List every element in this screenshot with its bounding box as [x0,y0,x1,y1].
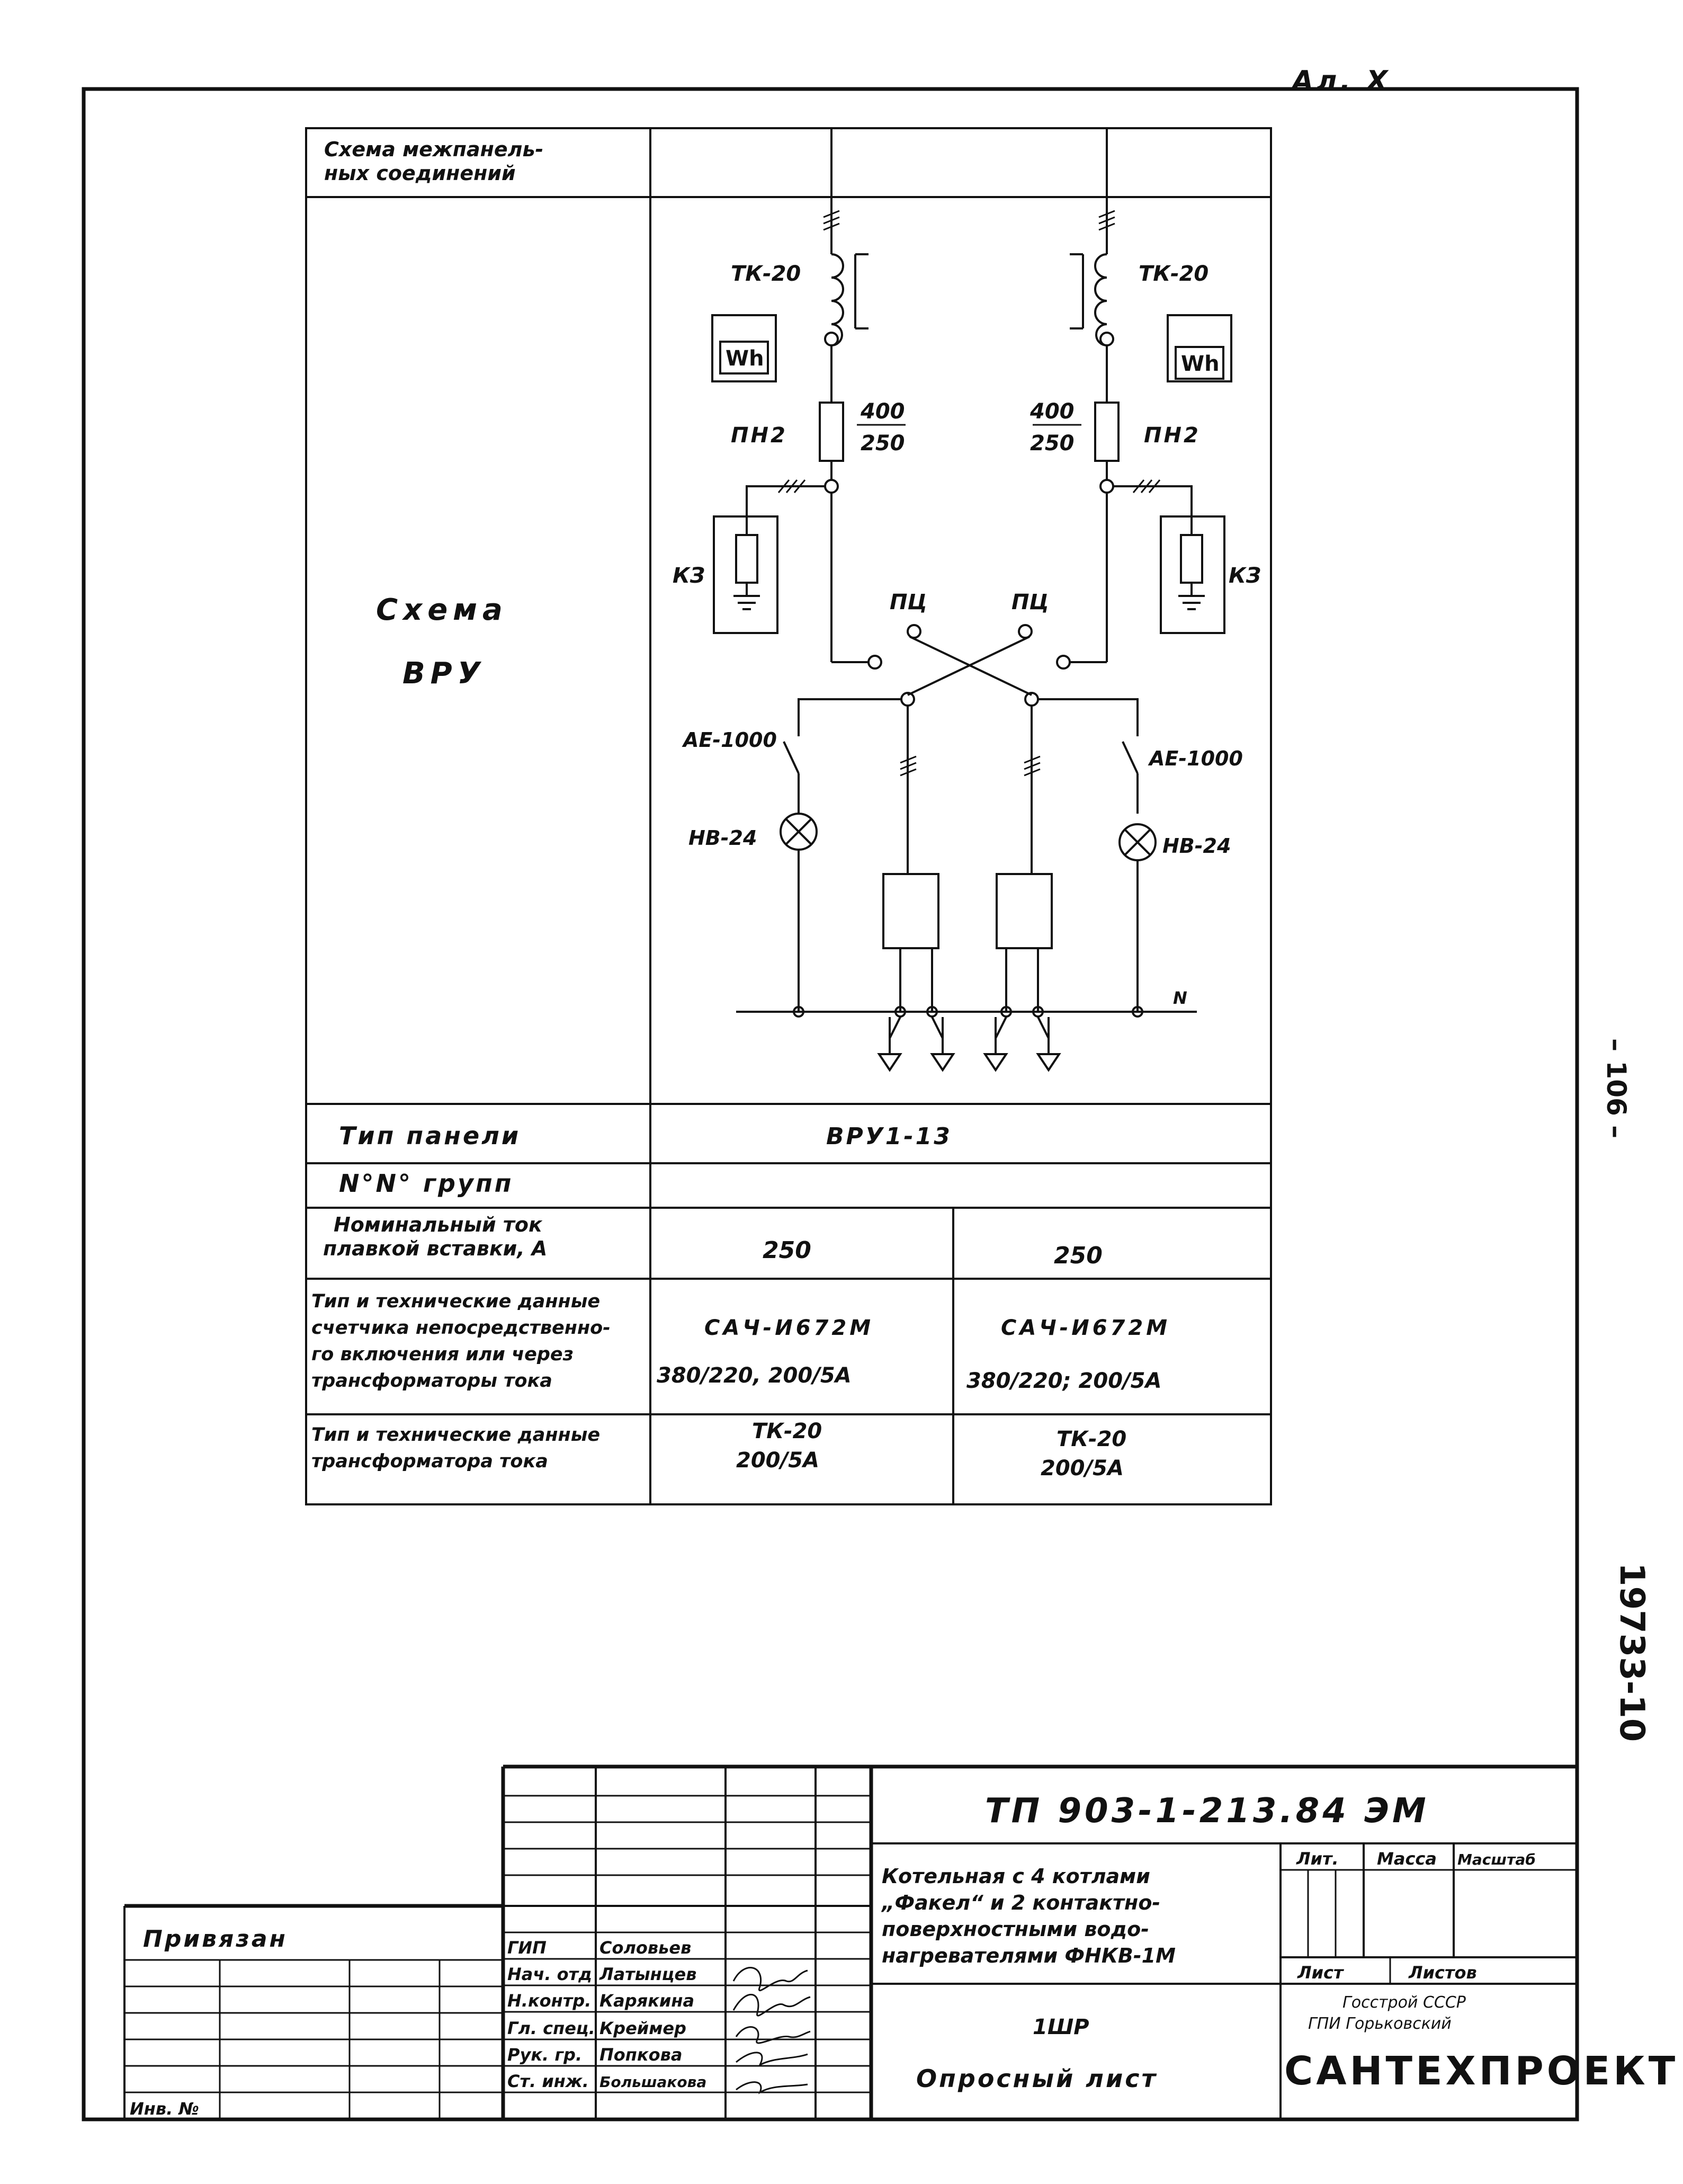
name-2: Карякина [599,1991,694,2011]
breaker-left-label: АЕ-1000 [682,728,777,752]
fuse-right-label: ПН2 [1144,423,1201,448]
fuse-right-rating-top: 400 [1030,399,1075,424]
neutral-label: N [1173,988,1187,1008]
signatures [732,1967,811,2094]
lit-label: Лит. [1296,1849,1339,1869]
inv-label: Инв. № [130,2099,199,2119]
name-1: Латынцев [599,1964,696,1984]
mass-label: Масса [1377,1849,1437,1869]
scheme-label-2: ВРУ [402,656,486,691]
scale-label: Масштаб [1457,1851,1536,1868]
kz-left-label: КЗ [673,564,705,588]
fuse-left-rating-top: 400 [860,399,905,424]
title-block [123,1764,1577,2119]
org-line-1: Госстрой СССР [1342,1993,1466,2012]
ct-right-2: 200/5А [1041,1456,1124,1481]
ct-left-label: ТК-20 [731,262,801,286]
sheets-label: Листов [1408,1963,1477,1983]
scheme-label-1: Схема [376,593,508,627]
meter-left-1: САЧ-И672М [704,1316,874,1340]
meter-label-2: счетчика непосредственно- [311,1317,611,1339]
sheet-frame [82,87,1579,2121]
project-desc-4: нагревателями ФНКВ-1М [882,1944,1176,1967]
side-page-number: – 106 – [1601,1038,1632,1138]
lamp-left-label: НВ-24 [688,826,757,850]
name-4: Попкова [599,2045,682,2065]
sheet-title: Опросный лист [916,2064,1158,2093]
side-archive-number: 19733-10 [1612,1563,1651,1742]
ct-right-label: ТК-20 [1139,262,1208,286]
current-value-right: 250 [1054,1242,1103,1269]
fuse-left-rating-bottom: 250 [861,431,905,456]
ct-label-1: Тип и технические данные [311,1424,600,1446]
groups-label: N°N° групп [339,1169,514,1198]
kz-right-label: КЗ [1229,564,1261,588]
project-desc-2: „Факел“ и 2 контактно- [881,1891,1160,1914]
name-3: Креймер [599,2018,686,2038]
role-2: Н.контр. [507,1991,591,2011]
role-0: ГИП [507,1938,547,1958]
switch-right-label: ПЦ [1011,590,1049,614]
meter-left-2: 380/220, 200/5А [657,1363,852,1388]
project-desc-3: поверхностными водо- [882,1918,1149,1941]
current-value-left: 250 [763,1237,811,1264]
meter-right-2: 380/220; 200/5А [966,1369,1161,1393]
project-desc-1: Котельная с 4 котлами [882,1865,1150,1888]
specification-table [305,127,1272,1505]
panel-type-label: Тип панели [339,1121,521,1150]
meter-label-1: Тип и технические данные [311,1291,600,1312]
ct-label-2: трансформатора тока [311,1451,548,1472]
roles-column: ГИП Нач. отд Н.контр. Гл. спец. Рук. гр.… [507,1938,595,2091]
interpanel-label-2: ных соединений [324,162,516,185]
vru-schematic [711,128,1232,1072]
meter-label-3: го включения или через [311,1344,574,1365]
corner-mark: Ал. X [1290,65,1391,97]
ct-left-2: 200/5А [736,1448,819,1473]
meter-right-label: Wh [1181,352,1220,376]
name-0: Соловьев [599,1938,691,1958]
doc-code: ТП 903-1-213.84 ЭМ [985,1791,1429,1831]
fuse-left-label: ПН2 [731,423,787,448]
sheet-label: Лист [1297,1963,1345,1983]
role-4: Рук. гр. [507,2045,582,2065]
org-line-3: САНТЕХПРОЕКТ [1284,2048,1678,2094]
ct-right-1: ТК-20 [1057,1427,1126,1451]
role-5: Ст. инж. [507,2071,589,2091]
panel-type-value: ВРУ1-13 [826,1123,952,1150]
role-3: Гл. спец. [507,2018,595,2038]
sheet-code: 1ШР [1033,2015,1089,2039]
meter-label-4: трансформаторы тока [311,1370,552,1392]
role-1: Нач. отд [507,1964,592,1984]
lamp-right-label: НВ-24 [1162,834,1231,858]
fuse-right-rating-bottom: 250 [1030,431,1075,456]
meter-right-1: САЧ-И672М [1001,1316,1170,1340]
names-column: Соловьев Латынцев Карякина Креймер Попко… [599,1938,706,2091]
name-5: Большакова [599,2073,706,2091]
ct-left-1: ТК-20 [752,1419,822,1443]
org-line-2: ГПИ Горьковский [1308,2014,1452,2033]
interpanel-label-1: Схема межпанель- [324,138,543,161]
breaker-right-label: АЕ-1000 [1148,747,1243,770]
switch-left-label: ПЦ [890,590,927,614]
meter-left-label: Wh [726,346,764,371]
current-label-1: Номинальный ток [334,1213,543,1236]
attached-label: Привязан [143,1926,288,1953]
current-label-2: плавкой вставки, А [323,1237,547,1260]
